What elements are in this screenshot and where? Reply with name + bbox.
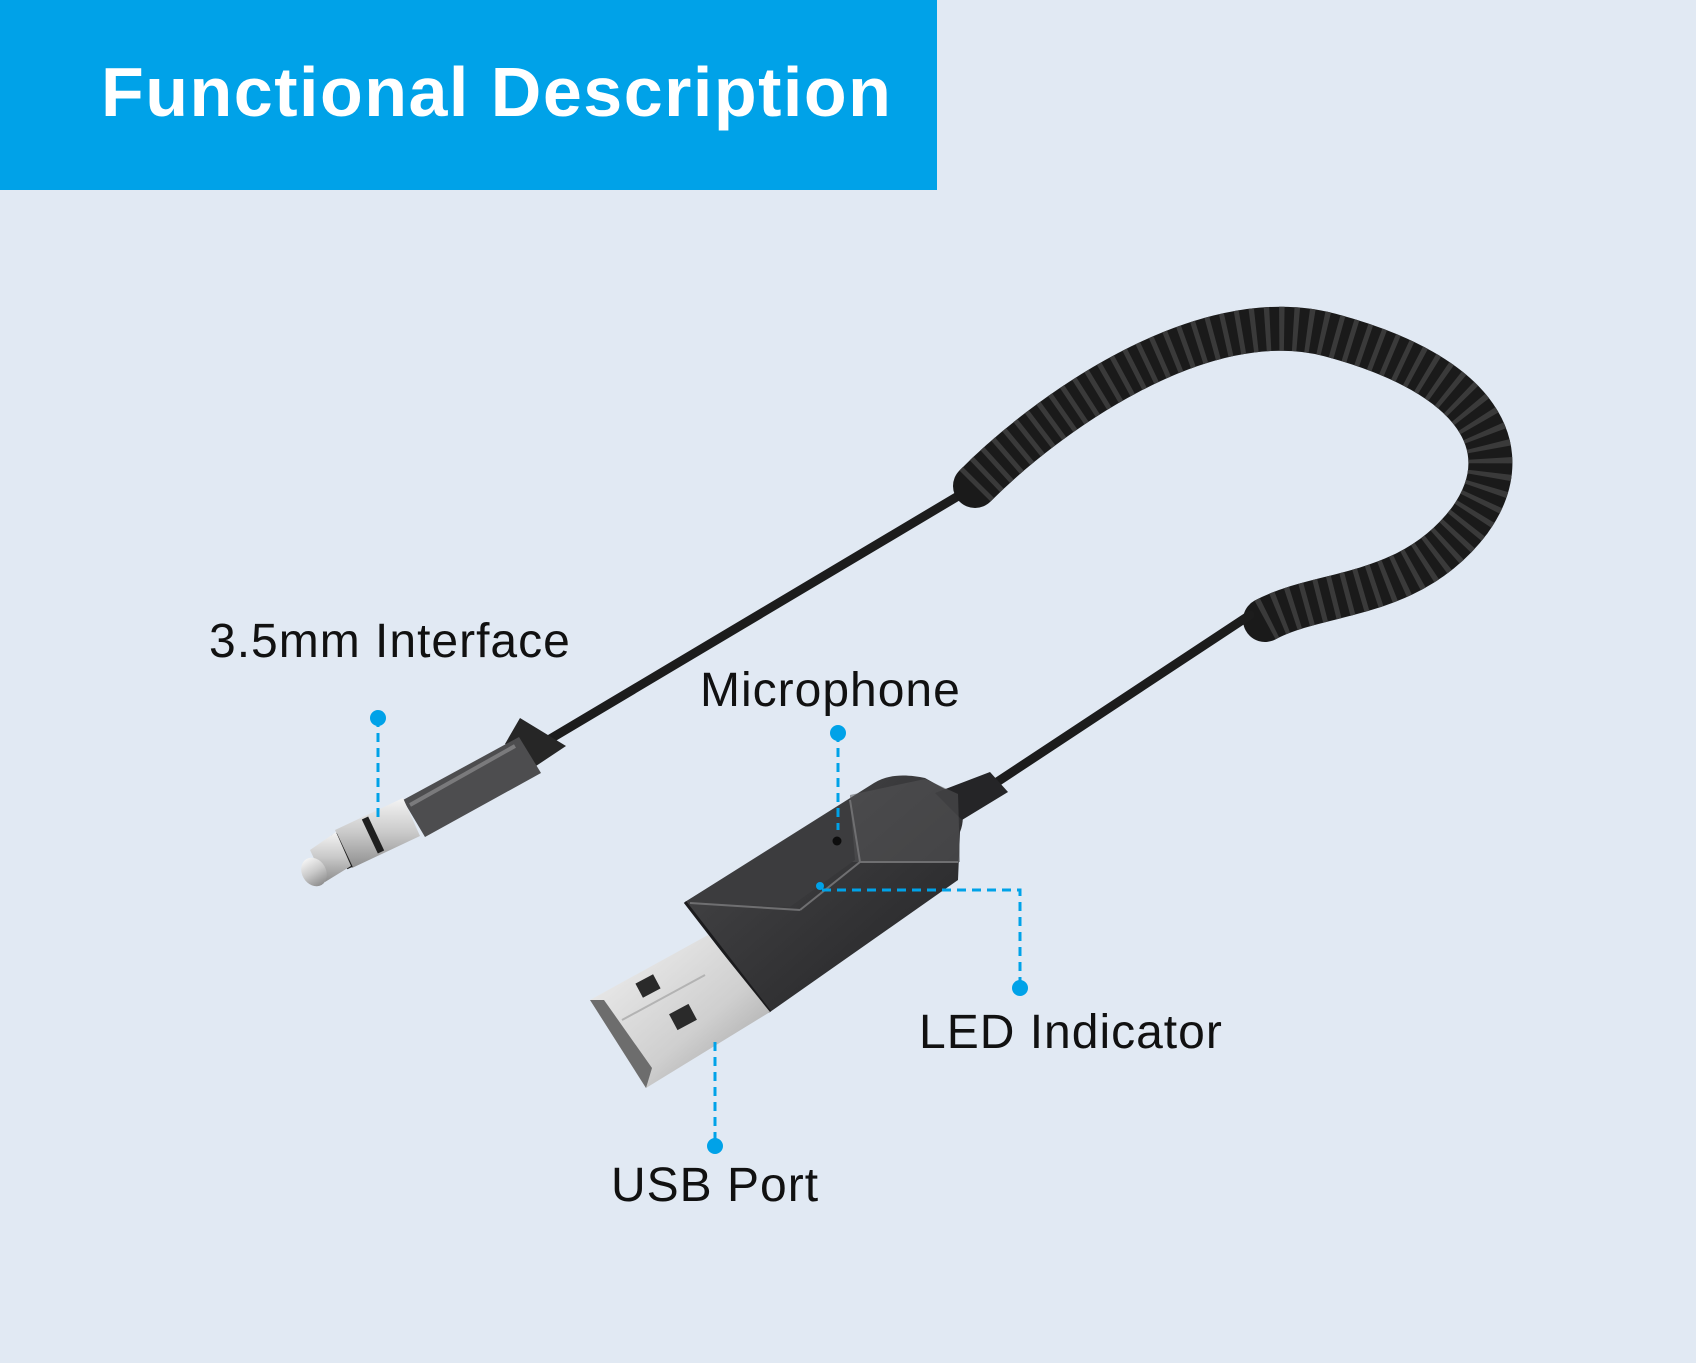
audio-jack: [301, 718, 566, 887]
led-indicator-label: LED Indicator: [919, 1006, 1223, 1059]
led-dot: [816, 882, 824, 890]
page-title: Functional Description: [101, 53, 893, 131]
jack-label: 3.5mm Interface: [209, 615, 571, 668]
usb-connector: [590, 935, 770, 1088]
callout-leaders: [376, 718, 1022, 1145]
microphone-label: Microphone: [700, 664, 961, 717]
usb-dongle: [683, 772, 1008, 1013]
usb-callout-dot: [707, 1138, 723, 1154]
title-banner: Functional Description: [0, 0, 937, 190]
cable: [535, 306, 1513, 795]
usb-port-label: USB Port: [611, 1159, 820, 1212]
led-callout-dot: [1012, 980, 1028, 996]
jack-callout-dot: [370, 710, 386, 726]
mic-callout-dot: [830, 725, 846, 741]
microphone-hole: [832, 836, 842, 846]
